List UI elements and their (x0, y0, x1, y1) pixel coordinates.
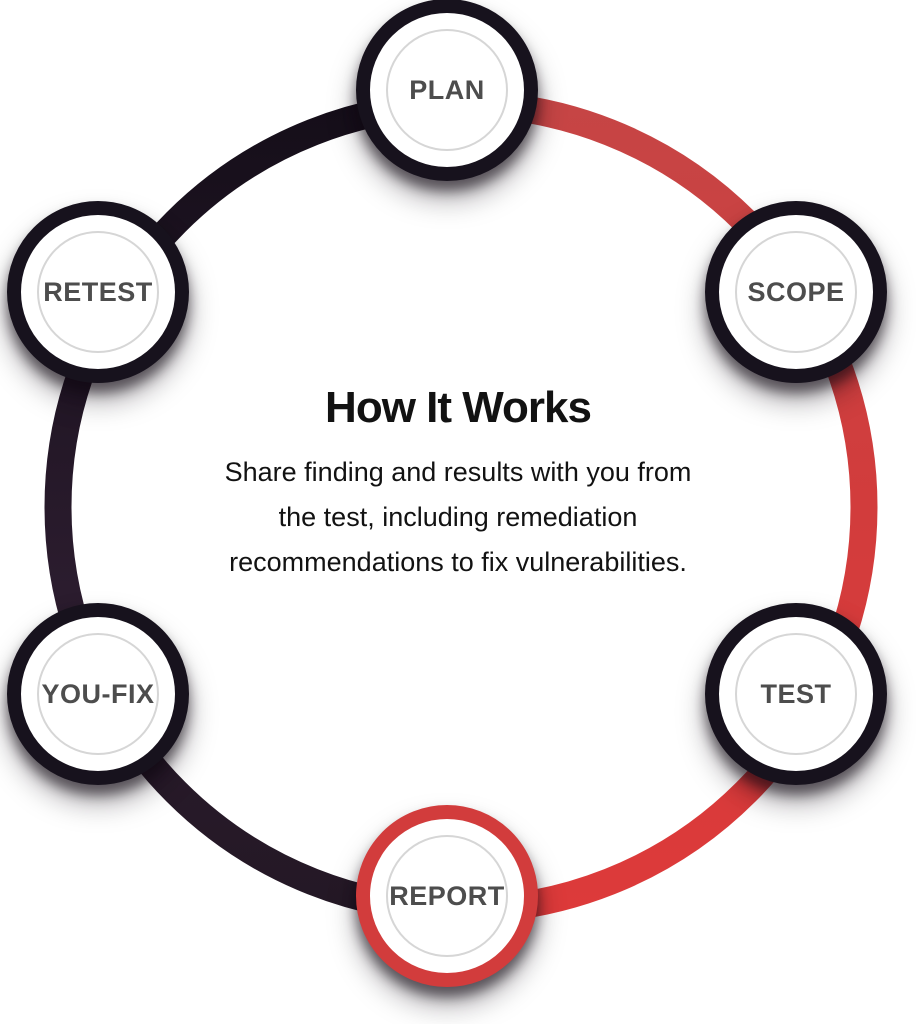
node-you-fix: YOU-FIX (7, 603, 189, 785)
description-line: the test, including remediation (278, 502, 638, 532)
diagram-description: Share finding and results with you from … (128, 450, 788, 585)
node-label: RETEST (43, 276, 153, 307)
node-label: YOU-FIX (41, 678, 155, 709)
node-label: REPORT (389, 880, 505, 911)
node-plan: PLAN (356, 0, 538, 181)
center-text: How It Works Share finding and results w… (128, 383, 788, 585)
node-test: TEST (705, 603, 887, 785)
ring-arc-dark (44, 90, 462, 924)
node-label: PLAN (409, 74, 485, 105)
diagram-title: How It Works (325, 383, 592, 432)
node-retest: RETEST (7, 201, 189, 383)
node-scope: SCOPE (705, 201, 887, 383)
node-label: SCOPE (747, 276, 845, 307)
node-report: REPORT (356, 805, 538, 987)
description-line: recommendations to fix vulnerabilities. (229, 547, 687, 577)
ring-arc-red (460, 90, 878, 924)
node-label: TEST (760, 678, 832, 709)
description-line: Share finding and results with you from (224, 457, 692, 487)
